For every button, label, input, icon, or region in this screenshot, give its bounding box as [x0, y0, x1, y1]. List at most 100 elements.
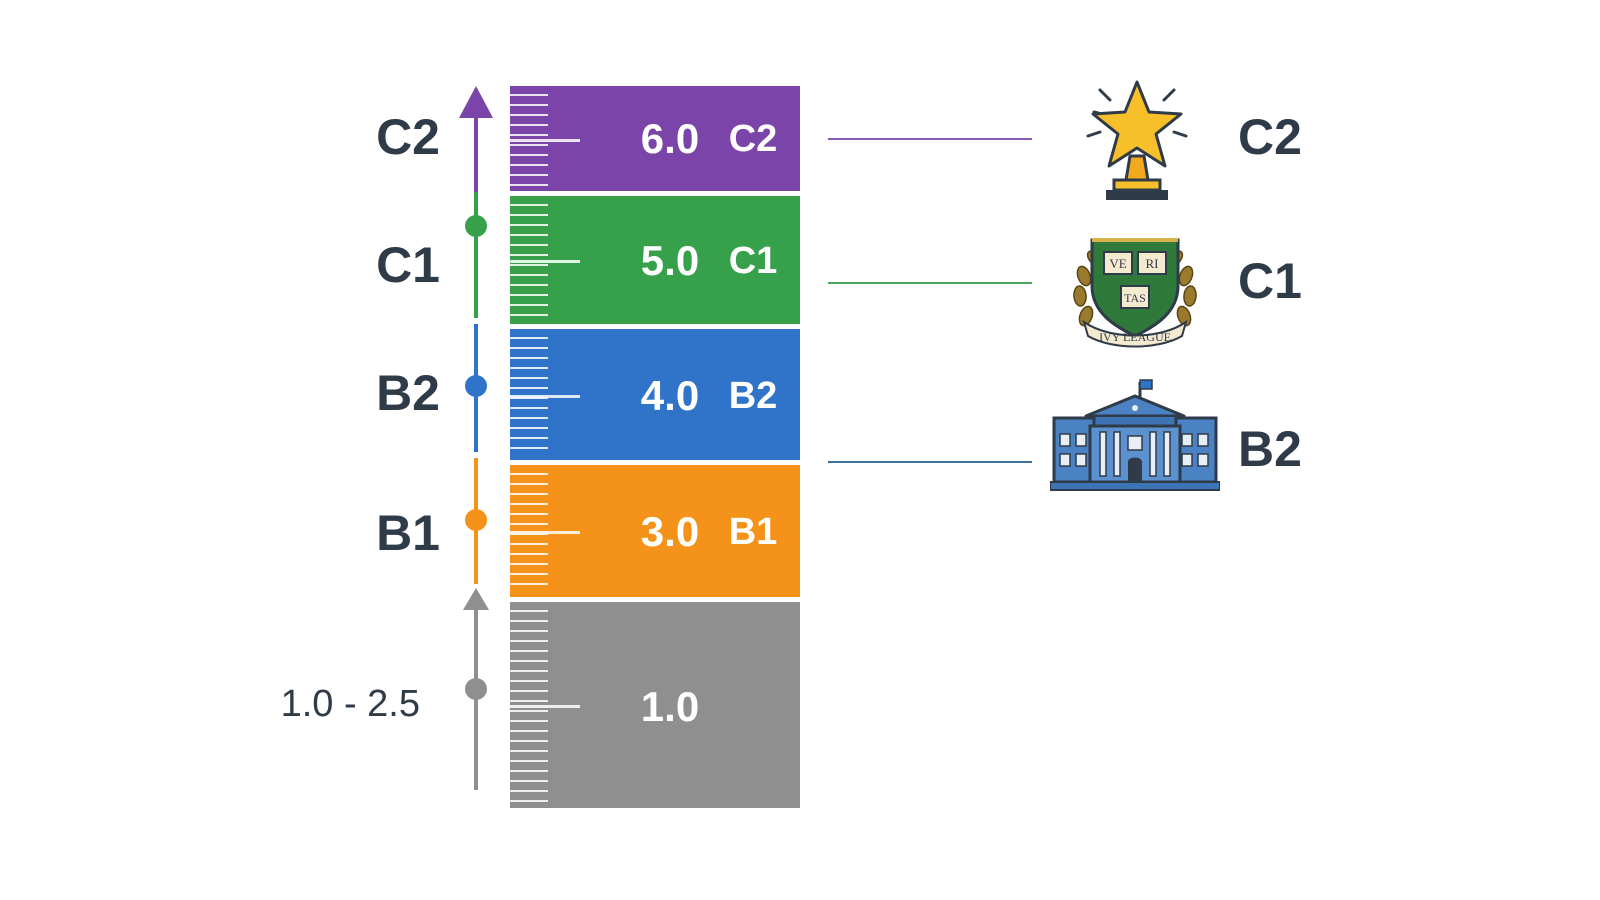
- band-score-c1: 5.0: [640, 237, 700, 284]
- ruler-tick: [510, 254, 548, 256]
- crest-ribbon-text: IVY LEAGUE: [1099, 330, 1171, 344]
- band-c2: 6.0 C2: [510, 86, 800, 191]
- band-c1: 5.0 C1: [510, 196, 800, 324]
- ruler-tick: [510, 224, 548, 226]
- ruler-tick: [510, 234, 548, 236]
- ruler-tick: [510, 154, 548, 156]
- ruler-tick: [510, 543, 548, 545]
- band-score-c2: 6.0: [640, 115, 700, 162]
- left-label-c2: C2: [376, 109, 440, 165]
- band-level-c2: C2: [728, 118, 778, 160]
- axis-dot-b1: [465, 509, 487, 531]
- crest-icon: VE RI TAS IVY LEAGUE: [1073, 238, 1197, 348]
- ruler-tick: [510, 650, 548, 652]
- ruler-tick: [510, 503, 548, 505]
- axis-arrow-top: [459, 86, 493, 118]
- ruler-tick: [510, 144, 548, 146]
- band-score-b1: 3.0: [640, 508, 700, 555]
- ruler-major-tick: [510, 260, 580, 263]
- crest-book-left-text: VE: [1109, 256, 1126, 271]
- ruler-tick: [510, 720, 548, 722]
- ruler-tick: [510, 314, 548, 316]
- ruler-tick: [510, 94, 548, 96]
- ruler-tick: [510, 387, 548, 389]
- ruler-tick: [510, 750, 548, 752]
- ruler-major-tick: [510, 139, 580, 142]
- ruler-tick: [510, 700, 548, 702]
- ruler-tick: [510, 780, 548, 782]
- ruler-tick: [510, 104, 548, 106]
- band-score-base: 1.0: [640, 683, 700, 730]
- axis-arrow-lower: [463, 588, 489, 610]
- ruler-tick: [510, 523, 548, 525]
- band-score-b2: 4.0: [640, 372, 700, 419]
- band-level-b1: B1: [728, 511, 778, 553]
- ruler-tick: [510, 244, 548, 246]
- ruler-tick: [510, 417, 548, 419]
- ruler-tick: [510, 513, 548, 515]
- ruler-tick: [510, 740, 548, 742]
- ruler-tick: [510, 710, 548, 712]
- ruler-major-tick: [510, 531, 580, 534]
- ruler-tick: [510, 114, 548, 116]
- left-label-c1: C1: [376, 237, 440, 293]
- ruler-tick: [510, 573, 548, 575]
- band-level-b2: B2: [728, 375, 778, 417]
- crest-book-right-text: RI: [1146, 256, 1159, 271]
- left-label-base-range: 1.0 - 2.5: [280, 683, 420, 725]
- ruler-tick: [510, 427, 548, 429]
- ruler-tick: [510, 367, 548, 369]
- band-base: 1.0: [510, 602, 800, 808]
- left-label-b2: B2: [376, 365, 440, 421]
- ruler-tick: [510, 124, 548, 126]
- ruler-tick: [510, 397, 548, 399]
- ruler-major-tick: [510, 705, 580, 708]
- ruler-tick: [510, 660, 548, 662]
- band-level-c1: C1: [728, 240, 778, 282]
- axis-dot-base: [465, 678, 487, 700]
- ruler-major-tick: [510, 395, 580, 398]
- ruler-tick: [510, 670, 548, 672]
- ruler-tick: [510, 184, 548, 186]
- ruler-tick: [510, 760, 548, 762]
- ruler-tick: [510, 493, 548, 495]
- band-b2: 4.0 B2: [510, 329, 800, 460]
- ruler-tick: [510, 407, 548, 409]
- ruler-tick: [510, 134, 548, 136]
- connector-line-c1: [828, 282, 1032, 284]
- ruler-tick: [510, 770, 548, 772]
- ruler-tick: [510, 800, 548, 802]
- level-axis: [459, 86, 493, 790]
- ruler-tick: [510, 610, 548, 612]
- ruler-tick: [510, 347, 548, 349]
- ruler-tick: [510, 790, 548, 792]
- left-label-b1: B1: [376, 505, 440, 561]
- ruler-tick: [510, 553, 548, 555]
- ruler-tick: [510, 377, 548, 379]
- band-b1: 3.0 B1: [510, 465, 800, 597]
- ruler-tick: [510, 304, 548, 306]
- trophy-icon: [1086, 80, 1188, 200]
- ruler-tick: [510, 563, 548, 565]
- ruler-tick: [510, 357, 548, 359]
- ruler-tick: [510, 204, 548, 206]
- ruler-tick: [510, 583, 548, 585]
- connector-line-b2: [828, 461, 1032, 463]
- ruler-tick: [510, 730, 548, 732]
- milestone-label-b2: B2: [1238, 421, 1302, 477]
- ruler-tick: [510, 164, 548, 166]
- milestone-label-c1: C1: [1238, 253, 1302, 309]
- ruler-tick: [510, 274, 548, 276]
- ruler-tick: [510, 630, 548, 632]
- ruler-tick: [510, 473, 548, 475]
- ruler-tick: [510, 690, 548, 692]
- milestone-label-c2: C2: [1238, 109, 1302, 165]
- axis-dot-b2: [465, 375, 487, 397]
- ruler-tick: [510, 620, 548, 622]
- ruler-tick: [510, 483, 548, 485]
- axis-dot-c1: [465, 215, 487, 237]
- ruler-tick: [510, 680, 548, 682]
- crest-book-bottom-text: TAS: [1124, 291, 1146, 305]
- ruler-tick: [510, 264, 548, 266]
